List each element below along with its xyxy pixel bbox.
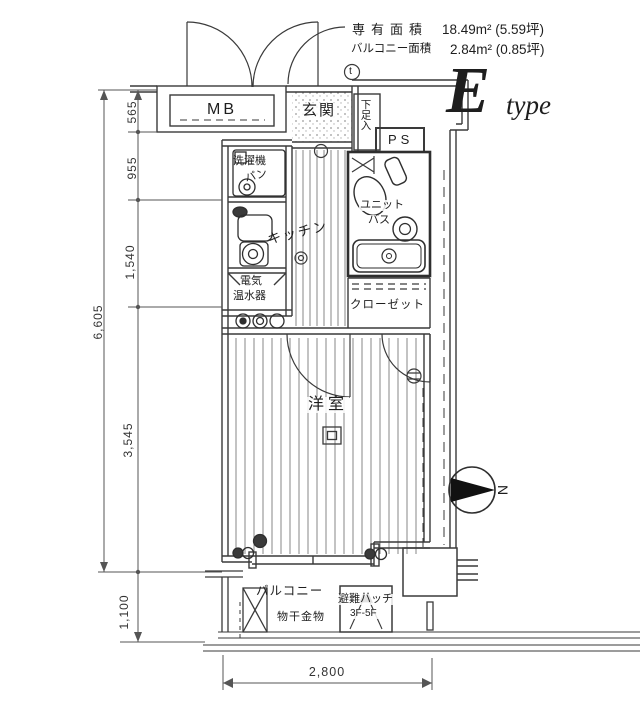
dim-955: 955 [125,156,139,180]
plan-type-suffix: type [506,90,551,120]
label-water-heater-1: 電気 [240,275,262,287]
dimension-lines [98,89,433,690]
balcony-structure [203,570,640,652]
label-water-heater-2: 温水器 [233,290,266,302]
walls [130,79,478,597]
floor-lines [235,150,417,554]
label-escape-hatch-floors: 3F-5F [349,608,378,619]
label-entrance: 玄関 [301,102,338,119]
compass-north-label: N [495,484,512,496]
label-washer-pan-1: 洗濯機 [233,155,266,167]
north-compass-icon [448,466,496,514]
dim-565: 565 [125,100,139,124]
dim-total-6605: 6,605 [91,304,105,340]
label-laundry-hardware: 物干金物 [277,611,325,623]
dim-bottom-2800: 2,800 [308,665,346,679]
label-unit-bath-1: ユニット [359,199,405,211]
label-pipe-space: PS [388,132,414,147]
unit-bath-fixtures [346,150,432,278]
label-unit-bath-2: バス [367,214,391,226]
dim-3545: 3,545 [121,422,135,458]
plan-type-letter: E [446,54,491,127]
balcony-area-label: バルコニー面積 [351,43,432,55]
label-door-mark: t [349,65,352,77]
dim-1100: 1,100 [117,594,131,630]
label-shoe-cabinet: 下足入 [359,99,372,131]
balcony-area-value: 2.84m² (0.85坪) [450,42,545,57]
label-meter-box: MB [207,101,237,118]
kitchen-fixtures [232,149,388,561]
label-escape-hatch: 避難ハッチ [337,593,394,605]
dim-1540: 1,540 [123,244,137,280]
label-closet: クローゼット [350,299,425,311]
room-symbol [322,426,342,445]
label-balcony: バルコニー [256,584,324,598]
area-label: 専有面積 [352,22,429,37]
doors [186,21,431,398]
label-western-room: 洋室 [307,396,350,413]
area-value: 18.49m² (5.59坪) [442,22,545,37]
